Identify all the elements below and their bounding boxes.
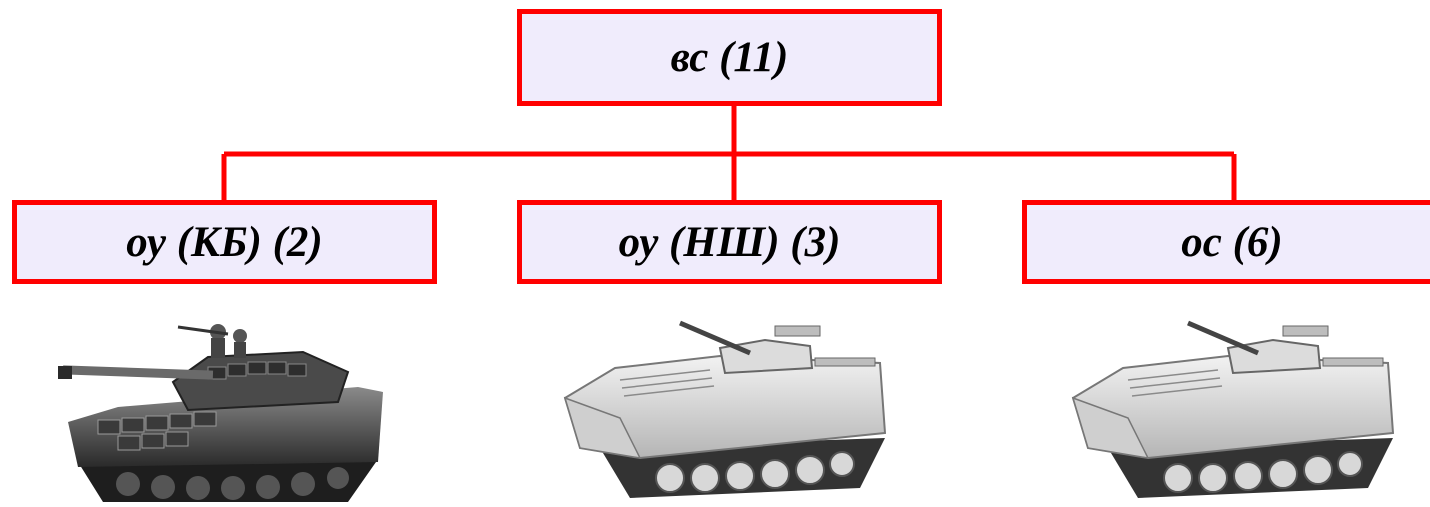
root-node: вс (11) <box>517 9 942 106</box>
infantry-fighting-vehicle-icon <box>1071 320 1395 498</box>
child-node-nsh: оу (НШ) (3) <box>517 200 942 284</box>
child-node-kb: оу (КБ) (2) <box>12 200 437 284</box>
child-node-kb-label: оу (КБ) (2) <box>126 218 323 266</box>
infantry-fighting-vehicle-icon <box>563 320 887 498</box>
tank-icon <box>58 324 383 502</box>
child-node-os-label: ос (6) <box>1181 218 1283 266</box>
child-node-nsh-label: оу (НШ) (3) <box>618 218 841 266</box>
child-node-os: ос (6) <box>1022 200 1430 284</box>
root-node-label: вс (11) <box>670 34 789 81</box>
